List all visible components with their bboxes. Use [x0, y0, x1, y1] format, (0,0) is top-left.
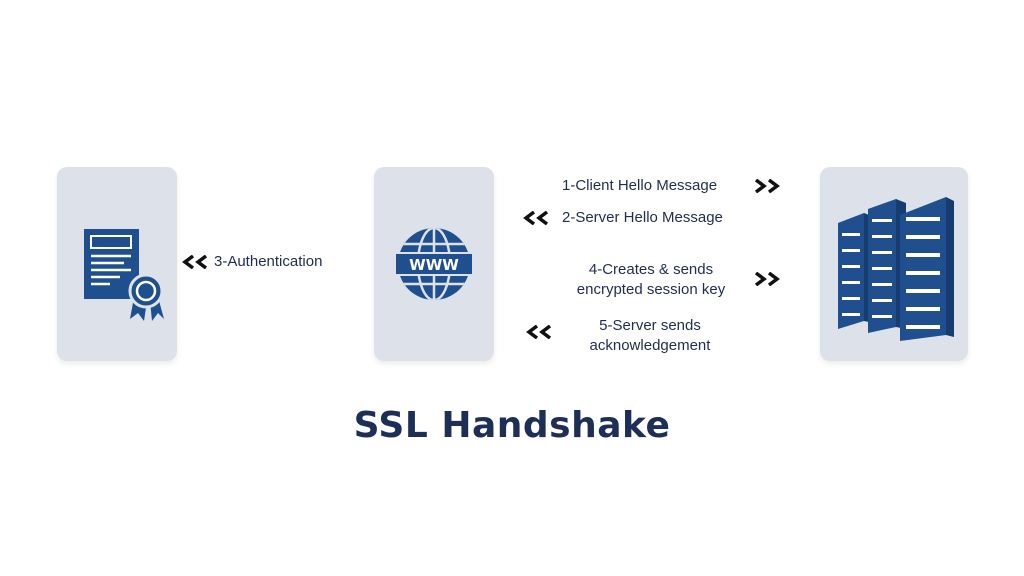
message-server-hello: 2-Server Hello Message	[562, 209, 723, 226]
double-chevron-left-icon	[182, 255, 208, 269]
certificate-card	[57, 167, 177, 361]
server-card	[820, 167, 968, 361]
message-authentication: 3-Authentication	[214, 253, 323, 270]
certificate-icon	[84, 229, 164, 321]
double-chevron-right-icon	[754, 179, 780, 193]
diagram-title: SSL Handshake	[353, 405, 671, 446]
www-globe-icon: WWW	[395, 228, 473, 300]
message-acknowledgement-line1: 5-Server sends	[599, 317, 701, 334]
message-session-key: 4-Creates & sends encrypted session key	[553, 260, 749, 300]
message-client-hello: 1-Client Hello Message	[562, 177, 718, 194]
double-chevron-left-icon	[526, 325, 552, 339]
double-chevron-right-icon	[754, 272, 780, 286]
message-acknowledgement-line2: acknowledgement	[589, 337, 711, 354]
message-session-key-line1: 4-Creates & sends	[588, 261, 714, 278]
www-label: WWW	[409, 256, 459, 274]
double-chevron-left-icon	[523, 211, 549, 225]
message-acknowledgement: 5-Server sends acknowledgement	[560, 316, 740, 356]
server-rack-icon	[838, 197, 954, 341]
browser-card: WWW	[374, 167, 494, 361]
message-session-key-line2: encrypted session key	[576, 281, 726, 298]
